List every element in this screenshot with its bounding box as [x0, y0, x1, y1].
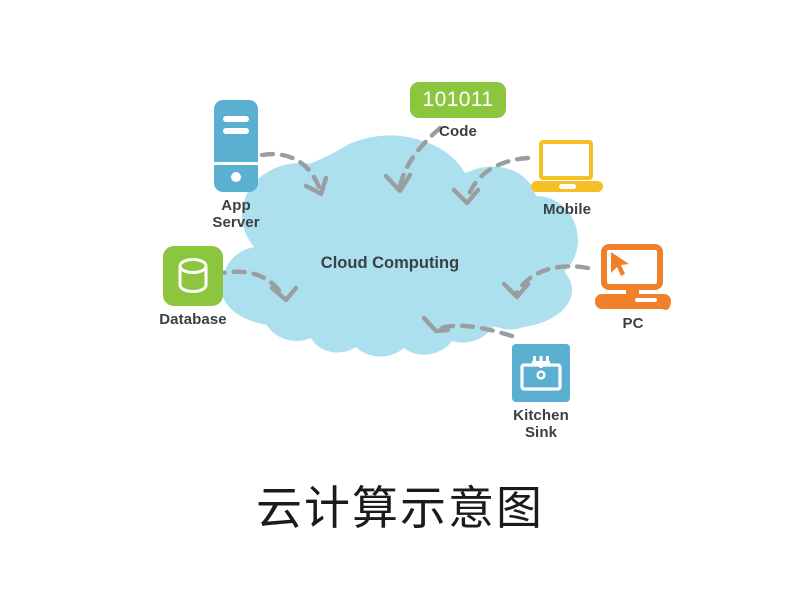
- arrow-group: [211, 125, 591, 339]
- node-database[interactable]: Database: [138, 246, 248, 329]
- pc-stand-neck: [626, 288, 639, 296]
- cloud-label: Cloud Computing: [321, 254, 459, 272]
- node-pc[interactable]: PC: [578, 244, 688, 333]
- arrow-pc-to-cloud: [513, 264, 591, 297]
- desktop-monitor-cursor-icon: [595, 244, 671, 310]
- pc-keyboard-base: [595, 294, 671, 309]
- binary-code-badge-icon: 101011: [410, 82, 506, 118]
- node-label-database: Database: [159, 311, 227, 328]
- arrow-mobile-to-cloud: [464, 155, 531, 203]
- page-title: 云计算示意图: [256, 481, 544, 535]
- cloud-lobe-bottom-left: [222, 254, 342, 326]
- laptop-notch: [559, 184, 576, 189]
- arrow-sink-to-cloud: [433, 323, 515, 339]
- database-cylinder-icon: [163, 246, 223, 306]
- arrow-database-to-cloud: [211, 269, 287, 301]
- node-label-app-server: App Server: [212, 197, 260, 231]
- arrowhead-mobile: [451, 187, 481, 206]
- server-power-dot-icon: [231, 172, 241, 182]
- node-code[interactable]: 101011 Code: [408, 82, 508, 141]
- arrowhead-sink: [421, 315, 451, 334]
- cylinder-glyph: [178, 258, 208, 293]
- pc-screen: [601, 244, 663, 290]
- node-app-server[interactable]: App Server: [186, 100, 286, 232]
- server-slot-icon: [223, 128, 249, 134]
- cursor-arrow-icon: [611, 252, 629, 276]
- server-slot-icon: [223, 116, 249, 122]
- node-label-kitchen-sink: Kitchen Sink: [513, 407, 569, 441]
- node-kitchen-sink[interactable]: Kitchen Sink: [486, 344, 596, 442]
- laptop-icon: [531, 140, 603, 196]
- arrowhead-group: [269, 172, 531, 334]
- laptop-screen: [539, 140, 593, 180]
- arrowhead-code: [383, 172, 413, 194]
- server-tower-icon: [214, 100, 258, 192]
- arrowhead-appserver: [303, 175, 329, 197]
- arrowhead-database: [269, 285, 299, 303]
- node-mobile[interactable]: Mobile: [512, 140, 622, 219]
- node-label-code: Code: [439, 123, 477, 140]
- code-badge-value: 101011: [422, 88, 494, 111]
- pc-mouse-icon: [661, 301, 670, 310]
- node-label-mobile: Mobile: [542, 201, 592, 218]
- sink-glyph: [520, 356, 562, 391]
- kitchen-sink-icon: [512, 344, 570, 402]
- arrow-appserver-to-cloud: [259, 151, 323, 193]
- server-divider: [214, 162, 258, 165]
- arrowhead-pc: [501, 281, 531, 300]
- arrow-code-to-cloud: [397, 125, 443, 189]
- pc-keyboard-strip: [635, 298, 657, 302]
- node-label-pc: PC: [622, 315, 644, 332]
